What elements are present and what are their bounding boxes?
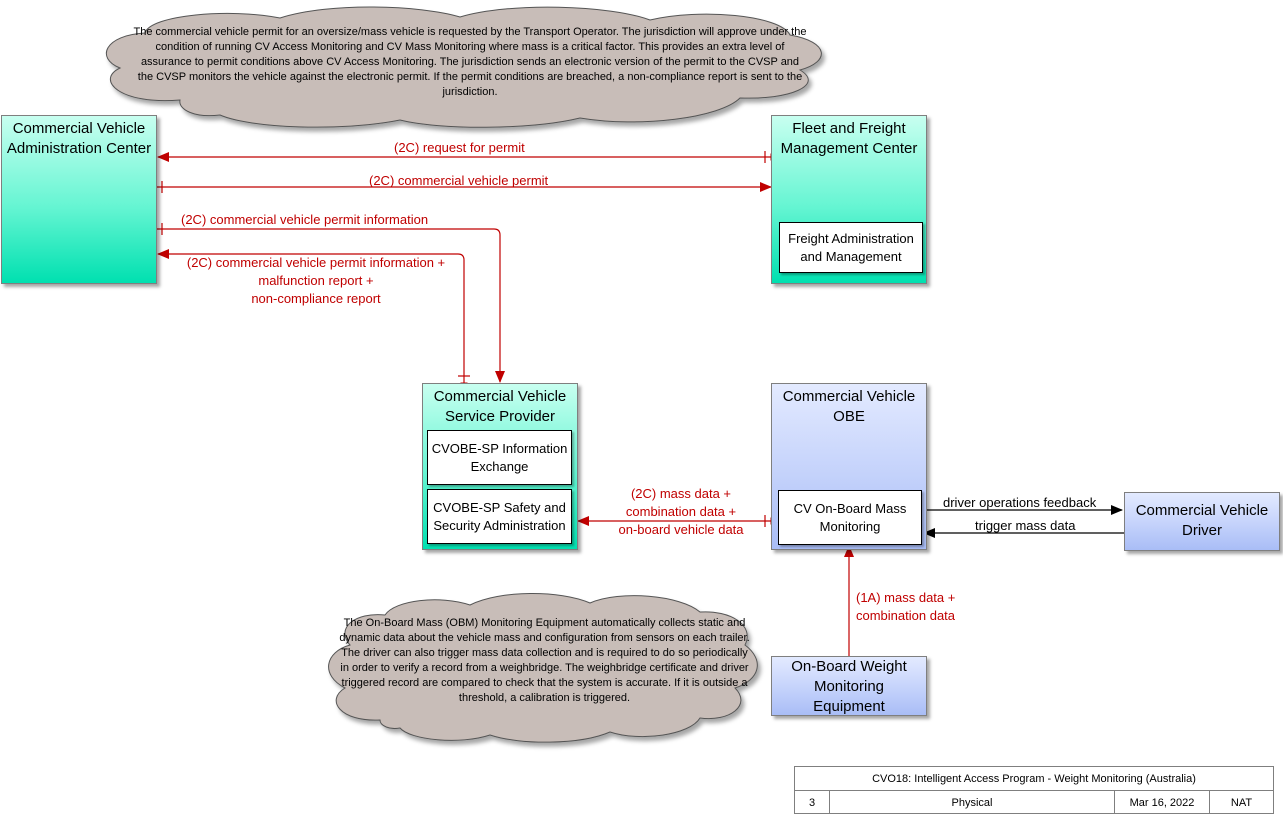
flow-label-line: non-compliance report <box>251 291 381 306</box>
node-cv-driver[interactable]: Commercial Vehicle Driver <box>1124 492 1280 551</box>
node-title: Commercial Vehicle Administration Center <box>6 120 152 157</box>
title-block-number: 3 <box>795 791 830 814</box>
flow-label-line: (2C) mass data + <box>630 486 732 501</box>
flow-label-line: combination data <box>856 608 956 623</box>
bottom-note-cloud <box>328 593 758 743</box>
node-title: On-Board Weight Monitoring Equipment <box>791 658 907 715</box>
title-block-org: NAT <box>1230 796 1253 809</box>
flow-obm-mass-data <box>844 545 854 664</box>
node-title: Fleet and Freight Management Center <box>780 120 918 157</box>
inner-cvobe-sp-safety-security[interactable]: CVOBE-SP Safety and Security Administrat… <box>427 489 572 544</box>
node-cv-administration-center[interactable]: Commercial Vehicle Administration Center <box>1 115 157 284</box>
flow-label-line: malfunction report + <box>258 273 374 288</box>
title-block-date: Mar 16, 2022 <box>1115 791 1210 814</box>
flow-label-permit-info-reports: (2C) commercial vehicle permit informati… <box>170 254 462 308</box>
inner-cvobe-sp-info-exchange[interactable]: CVOBE-SP Information Exchange <box>427 430 572 485</box>
flow-label-obm-mass-data: (1A) mass data + combination data <box>856 589 955 625</box>
flow-label-driver-operations-feedback: driver operations feedback <box>943 495 1097 510</box>
title-block-title: CVO18: Intelligent Access Program - Weig… <box>872 772 1196 785</box>
flow-label-line: (2C) commercial vehicle permit informati… <box>186 255 446 270</box>
node-title: Commercial Vehicle Service Provider <box>433 388 567 425</box>
bottom-note-text: The On-Board Mass (OBM) Monitoring Equip… <box>339 617 750 704</box>
title-block: CVO18: Intelligent Access Program - Weig… <box>794 766 1274 814</box>
flow-label-mass-combination-onboard: (2C) mass data + combination data + on-b… <box>600 485 762 539</box>
top-note-text: The commercial vehicle permit for an ove… <box>133 26 807 98</box>
node-fleet-freight-management-center[interactable]: Fleet and Freight Management Center Frei… <box>771 115 927 284</box>
flow-label-trigger-mass-data: trigger mass data <box>975 518 1076 533</box>
flow-label-line: (1A) mass data + <box>856 590 956 605</box>
node-cv-service-provider[interactable]: Commercial Vehicle Service Provider CVOB… <box>422 383 578 550</box>
node-title: Commercial Vehicle OBE <box>782 388 916 425</box>
top-note-cloud <box>105 6 822 128</box>
flow-label-permit-information: (2C) commercial vehicle permit informati… <box>181 212 429 227</box>
node-cv-obe[interactable]: Commercial Vehicle OBE CV On-Board Mass … <box>771 383 927 550</box>
node-title: Commercial Vehicle Driver <box>1135 502 1269 539</box>
flow-label-line: on-board vehicle data <box>618 522 744 537</box>
inner-cv-onboard-mass-monitoring[interactable]: CV On-Board Mass Monitoring <box>778 490 922 545</box>
flow-label-commercial-vehicle-permit: (2C) commercial vehicle permit <box>369 173 549 188</box>
inner-freight-admin-management[interactable]: Freight Administration and Management <box>779 222 923 273</box>
flow-label-line: combination data + <box>625 504 737 519</box>
title-block-view: Physical <box>830 791 1115 814</box>
flow-label-request-for-permit: (2C) request for permit <box>394 140 525 155</box>
node-onboard-weight-monitoring-equipment[interactable]: On-Board Weight Monitoring Equipment <box>771 656 927 716</box>
